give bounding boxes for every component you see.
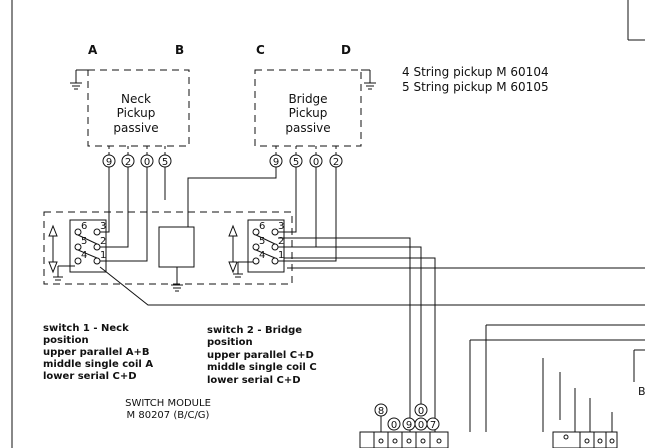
svg-text:0: 0 [144, 157, 150, 168]
svg-text:7: 7 [430, 420, 436, 431]
svg-text:5: 5 [162, 157, 168, 168]
terminal-b-label: B [175, 43, 184, 57]
svg-text:1: 1 [100, 250, 106, 261]
switch-2-body [247, 219, 285, 273]
bridge-pin-3: 0 [309, 154, 323, 168]
switch-2-desc-line2: position [207, 337, 253, 348]
terminal-a-label: A [88, 43, 98, 57]
switch-1-body [69, 219, 107, 273]
pickup-pin-stubs [108, 146, 337, 155]
bottom-pin-row2-c: 0 [414, 417, 428, 431]
center-junction-box [158, 226, 195, 268]
bridge-to-center-wire [187, 167, 277, 227]
neck-pickup-line1: Neck [121, 92, 151, 106]
switch-2-position-arrow-icon [228, 224, 238, 274]
bottom-connector-left [359, 431, 449, 448]
switch-2-desc-line5: lower serial C+D [207, 375, 301, 386]
svg-text:9: 9 [273, 157, 279, 168]
pickup-code-5-string: 5 String pickup M 60105 [402, 80, 549, 94]
bottom-pin-row2-a: 0 [387, 417, 401, 431]
neck-wires [100, 167, 166, 262]
svg-text:8: 8 [378, 406, 384, 417]
neck-pin-1: 9 [102, 154, 116, 168]
svg-text:0: 0 [391, 420, 397, 431]
bottom-connector-right [552, 431, 618, 448]
svg-text:5: 5 [293, 157, 299, 168]
bottom-pin-row1-b: 0 [414, 403, 428, 417]
svg-text:3: 3 [100, 221, 106, 232]
switch-1-position-arrow-icon [48, 224, 58, 274]
switch-module-box [43, 211, 293, 285]
svg-text:5: 5 [259, 236, 265, 247]
svg-text:0: 0 [313, 157, 319, 168]
switch-module-title: SWITCH MODULE [125, 398, 211, 409]
bridge-pickup-line3: passive [285, 121, 330, 135]
neck-pin-4: 5 [158, 154, 172, 168]
neck-pin-3: 0 [140, 154, 154, 168]
switch-1-desc-line4: middle single coil A [43, 359, 153, 370]
switch-1-desc-line3: upper parallel A+B [43, 347, 150, 358]
svg-text:6: 6 [81, 221, 87, 232]
switch-2-desc-line3: upper parallel C+D [207, 350, 314, 361]
svg-text:2: 2 [125, 157, 131, 168]
neck-pickup-line3: passive [113, 121, 158, 135]
bridge-pickup-line2: Pickup [289, 106, 328, 120]
svg-text:9: 9 [106, 157, 112, 168]
svg-text:4: 4 [81, 250, 87, 261]
bridge-pickup-box [254, 69, 362, 147]
bridge-pin-1: 9 [269, 154, 283, 168]
edge-letter-b: B [638, 385, 645, 398]
terminal-d-label: D [341, 43, 351, 57]
bottom-pin-row1-a: 8 [374, 403, 388, 417]
svg-text:1: 1 [278, 250, 284, 261]
switch-1-desc-line2: position [43, 335, 89, 346]
svg-text:4: 4 [259, 250, 265, 261]
svg-text:2: 2 [278, 236, 284, 247]
center-junction-ground-icon [171, 267, 183, 292]
output-wires [99, 237, 645, 432]
switch-module-part-number: M 80207 (B/C/G) [127, 410, 210, 421]
svg-text:6: 6 [259, 221, 265, 232]
switch-1-desc-line1: switch 1 - Neck [43, 323, 129, 334]
switch-1-contacts: 6 3 5 2 4 1 [74, 221, 106, 265]
switch-2-desc-line1: switch 2 - Bridge [207, 325, 302, 336]
bottom-pin-row2-b: 9 [402, 417, 416, 431]
switch-2-ground-icon [233, 261, 253, 278]
terminal-c-label: C [256, 43, 265, 57]
bridge-ground-icon [361, 69, 376, 90]
switch-1-desc-line5: lower serial C+D [43, 371, 137, 382]
svg-text:2: 2 [333, 157, 339, 168]
svg-text:9: 9 [406, 420, 412, 431]
pickup-code-4-string: 4 String pickup M 60104 [402, 65, 549, 79]
neck-pickup-line2: Pickup [117, 106, 156, 120]
bottom-pin-row2-d: 7 [426, 417, 440, 431]
neck-pin-2: 2 [121, 154, 135, 168]
svg-text:0: 0 [418, 406, 424, 417]
bridge-pickup-line1: Bridge [288, 92, 327, 106]
svg-text:2: 2 [100, 236, 106, 247]
bridge-pin-2: 5 [289, 154, 303, 168]
bridge-pin-4: 2 [329, 154, 343, 168]
switch-2-desc-line4: middle single coil C [207, 362, 317, 373]
neck-pickup-box [87, 69, 190, 147]
svg-text:0: 0 [418, 420, 424, 431]
switch-2-contacts: 6 3 5 2 4 1 [252, 221, 284, 265]
switch-1-ground-icon [53, 265, 75, 281]
neck-ground-icon [70, 69, 88, 90]
svg-text:5: 5 [81, 236, 87, 247]
svg-text:3: 3 [278, 221, 284, 232]
